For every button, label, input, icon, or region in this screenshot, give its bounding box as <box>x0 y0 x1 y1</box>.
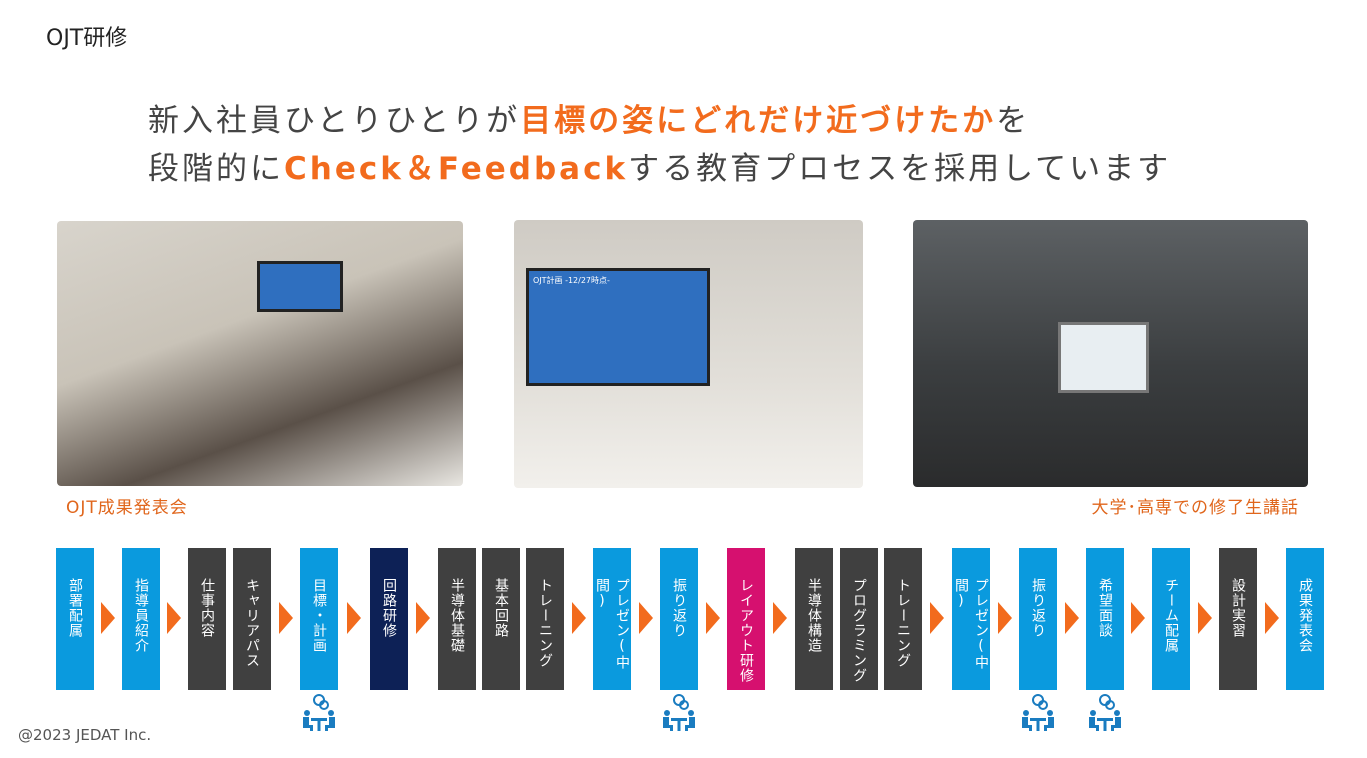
meeting-icon <box>659 694 699 734</box>
arrow-right-icon <box>101 602 115 634</box>
flow-step: 基本回路 <box>482 548 520 690</box>
arrow-right-icon <box>278 602 293 634</box>
headline-line-1: 新入社員ひとりひとりが目標の姿にどれだけ近づけたかを <box>148 95 1030 140</box>
flow-step: 仕事内容 <box>188 548 226 690</box>
arrow-right-icon <box>347 602 361 634</box>
caption-ojt-presentation: OJT成果発表会 <box>66 498 188 518</box>
flow-step: 目標・計画 <box>300 548 338 690</box>
arrow-right-icon <box>416 602 430 634</box>
arrow-right-icon <box>705 602 720 634</box>
arrow-right-icon <box>167 602 181 634</box>
headline-text: を <box>996 103 1031 139</box>
meeting-icon <box>299 694 339 734</box>
arrow-right-icon <box>1264 602 1279 634</box>
arrow-right-icon <box>930 602 944 634</box>
screen-text: OJT計画 -12/27時点- <box>533 276 610 285</box>
flow-step: 回路研修 <box>370 548 408 690</box>
meeting-icon <box>1018 694 1058 734</box>
flow-step: トレーニング <box>884 548 922 690</box>
flow-step: プレゼン(中間) <box>593 548 631 690</box>
photo-ojt-plan-screen: OJT計画 -12/27時点- <box>514 220 863 488</box>
flow-step: トレーニング <box>526 548 564 690</box>
arrow-right-icon <box>1064 602 1079 634</box>
caption-university-lecture: 大学･高専での修了生講話 <box>1091 498 1299 518</box>
copyright: @2023 JEDAT Inc. <box>18 726 152 744</box>
flow-step: プログラミング <box>840 548 878 690</box>
flow-step: 半導体構造 <box>795 548 833 690</box>
arrow-right-icon <box>1197 602 1212 634</box>
arrow-right-icon <box>1131 602 1145 634</box>
headline-text: 新入社員ひとりひとりが <box>148 103 521 139</box>
page-title: OJT研修 <box>46 26 128 51</box>
photo-university-lecture <box>913 220 1308 487</box>
flow-step: 指導員紹介 <box>122 548 160 690</box>
arrow-right-icon <box>773 602 787 634</box>
flow-step: 成果発表会 <box>1286 548 1324 690</box>
headline-text: 段階的に <box>148 151 284 187</box>
headline-highlight: 目標の姿にどれだけ近づけたか <box>520 103 997 139</box>
flow-step: 部署配属 <box>56 548 94 690</box>
headline-highlight: Check＆Feedback <box>284 151 629 187</box>
flow-step: 振り返り <box>660 548 698 690</box>
arrow-right-icon <box>571 602 586 634</box>
flow-step: プレゼン(中間) <box>952 548 990 690</box>
headline-line-2: 段階的にCheck＆Feedbackする教育プロセスを採用しています <box>148 143 1171 188</box>
flow-step: 希望面談 <box>1086 548 1124 690</box>
arrow-right-icon <box>997 602 1012 634</box>
flow-step: レイアウト研修 <box>727 548 765 690</box>
flow-step: 振り返り <box>1019 548 1057 690</box>
flow-step: チーム配属 <box>1152 548 1190 690</box>
headline-text: する教育プロセスを採用しています <box>628 151 1172 187</box>
flow-step: 半導体基礎 <box>438 548 476 690</box>
flow-step: 設計実習 <box>1219 548 1257 690</box>
meeting-icon <box>1085 694 1125 734</box>
arrow-right-icon <box>638 602 653 634</box>
flow-step: キャリアパス <box>233 548 271 690</box>
photo-ojt-presentation <box>57 221 463 486</box>
